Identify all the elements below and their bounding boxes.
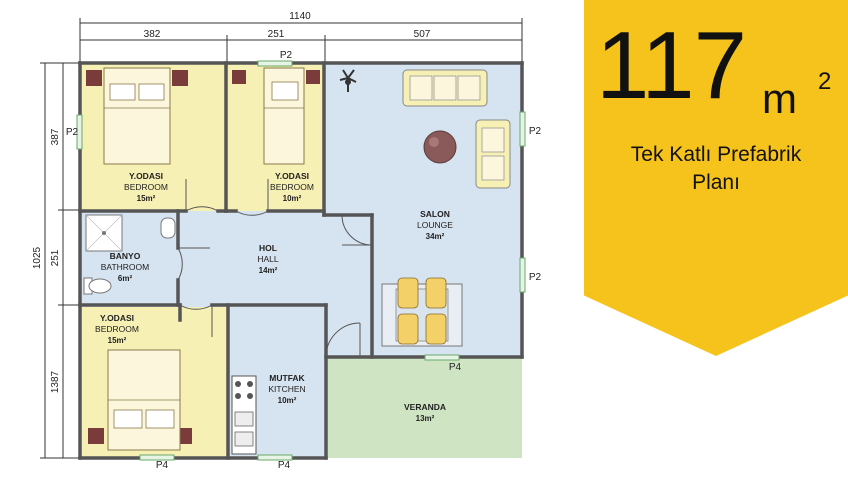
room-area-bedroom-2: 10m² xyxy=(283,194,302,203)
badge-subtitle-line-2: Planı xyxy=(692,171,740,194)
room-name-kitchen: MUTFAK xyxy=(269,373,305,383)
area-badge xyxy=(584,0,848,356)
room-sub-bedroom-2: BEDROOM xyxy=(270,182,314,192)
floor-plan: 1140 382 251 507 1025 387 251 1387 xyxy=(32,11,542,471)
windows xyxy=(76,60,526,461)
dim-top-segment-2: 251 xyxy=(268,29,285,40)
window-label-p2-right-2: P2 xyxy=(529,272,542,283)
top-dimension-lines xyxy=(79,18,523,62)
armchair-icon xyxy=(475,119,511,189)
window-label-p2-left: P2 xyxy=(66,127,79,138)
room-area-hall: 14m² xyxy=(259,266,278,275)
area-unit-exponent: 2 xyxy=(818,68,832,95)
shower-icon xyxy=(85,214,123,252)
window-label-p2-right-1: P2 xyxy=(529,126,542,137)
room-name-hall: HOL xyxy=(259,243,277,253)
window-label-p4-lounge: P4 xyxy=(449,362,462,373)
single-bed-icon xyxy=(232,67,320,165)
room-area-kitchen: 10m² xyxy=(278,396,297,405)
dim-left-segment-2: 251 xyxy=(50,249,61,266)
room-name-bedroom-2: Y.ODASI xyxy=(275,171,309,181)
badge-subtitle-line-1: Tek Katlı Prefabrik xyxy=(630,143,802,166)
toilet-icon xyxy=(83,277,112,295)
stove-icon xyxy=(231,375,257,455)
room-sub-bathroom: BATHROOM xyxy=(101,262,149,272)
room-area-bathroom: 6m² xyxy=(118,274,133,283)
dim-top-segment-1: 382 xyxy=(144,29,161,40)
dim-left-total: 1025 xyxy=(32,246,43,269)
room-sub-hall: HALL xyxy=(257,254,279,264)
room-name-veranda: VERANDA xyxy=(404,402,446,412)
sofa-icon xyxy=(402,69,488,107)
room-name-bathroom: BANYO xyxy=(110,251,141,261)
room-area-bedroom-1: 15m² xyxy=(137,194,156,203)
area-value: 117 xyxy=(596,12,747,119)
sink-icon xyxy=(160,217,176,239)
area-unit: m xyxy=(762,75,797,122)
room-name-bedroom-1: Y.ODASI xyxy=(129,171,163,181)
room-area-veranda: 13m² xyxy=(416,414,435,423)
room-sub-bedroom-1: BEDROOM xyxy=(124,182,168,192)
room-name-lounge: SALON xyxy=(420,209,450,219)
dim-left-segment-1: 387 xyxy=(50,128,61,145)
plant-icon xyxy=(339,69,357,92)
left-dimension-lines xyxy=(40,62,80,459)
dim-top-segment-3: 507 xyxy=(414,29,431,40)
veranda-floor xyxy=(326,357,522,458)
room-sub-lounge: LOUNGE xyxy=(417,220,453,230)
double-bed-icon xyxy=(86,67,188,165)
window-label-p4-bottom-2: P4 xyxy=(278,460,291,471)
room-sub-bedroom-3: BEDROOM xyxy=(95,324,139,334)
room-area-bedroom-3: 15m² xyxy=(108,336,127,345)
window-label-p4-bottom-1: P4 xyxy=(156,460,169,471)
dining-table-icon xyxy=(381,277,463,347)
dim-left-segment-3: 1387 xyxy=(50,370,61,393)
room-area-lounge: 34m² xyxy=(426,232,445,241)
double-bed-icon xyxy=(88,349,192,451)
window-label-p2-top: P2 xyxy=(280,50,293,61)
coffee-table-icon xyxy=(423,130,457,164)
door-swings xyxy=(177,179,373,358)
room-name-bedroom-3: Y.ODASI xyxy=(100,313,134,323)
dim-top-total: 1140 xyxy=(289,11,311,22)
room-sub-kitchen: KITCHEN xyxy=(268,384,305,394)
